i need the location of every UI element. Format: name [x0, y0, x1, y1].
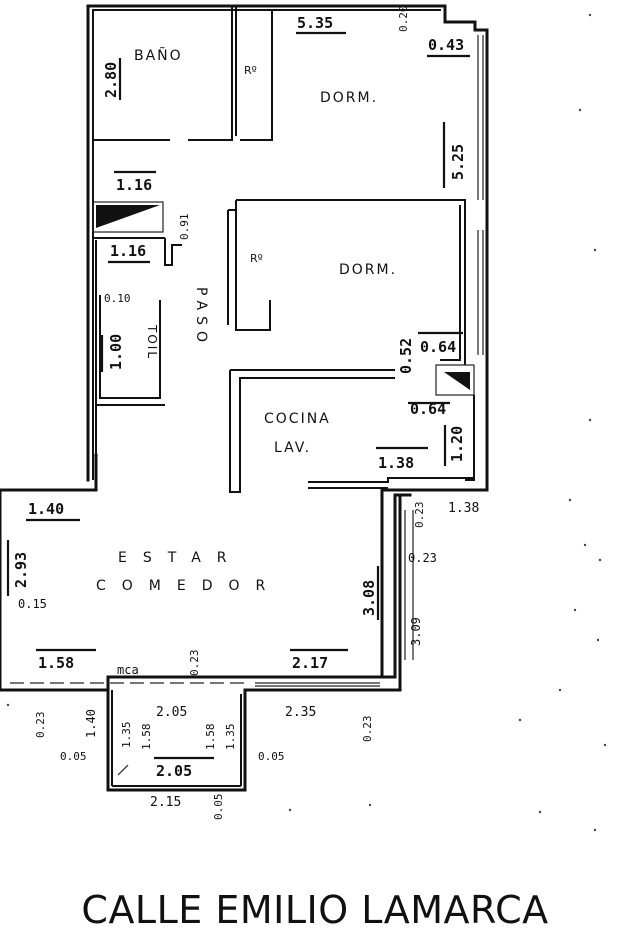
dim-right-wall-1: 0.23 [413, 502, 426, 529]
dim-balcony-right-outer: 2.35 [285, 705, 316, 720]
room-label-bedroom-2: DORM. [339, 262, 397, 278]
room-label-laundry: LAV. [274, 440, 311, 456]
room-label-hall: PASO [193, 287, 209, 348]
dim-balcony-side-2: 1.58 [140, 724, 153, 751]
dim-toilet-depth: 1.00 [107, 334, 125, 370]
dim-kitchen-width: 1.38 [378, 454, 414, 472]
room-label-bath: BAÑO [134, 47, 183, 64]
room-label-living: ESTAR [118, 550, 243, 566]
dim-balcony-side-3: 1.58 [204, 724, 217, 751]
interior-walls [10, 6, 475, 684]
dimension-labels: 5.35 0.20 0.43 2.80 5.25 1.16 1.16 0.91 … [6, 6, 479, 821]
room-labels: BAÑO DORM. DORM. Rº Rº TOIL PASO COCINA … [96, 47, 397, 594]
room-label-wardrobe-2: Rº [250, 252, 263, 265]
room-label-toilet: TOIL [145, 324, 159, 360]
dim-living-bottom-left: 1.58 [38, 654, 74, 672]
room-label-dining: COMEDOR [96, 578, 281, 594]
dim-right-wall-2: 0.23 [408, 551, 437, 565]
dim-top-wall: 0.20 [397, 6, 410, 33]
dim-right-step: 1.38 [448, 501, 479, 516]
dim-toilet-width: 0.10 [104, 292, 131, 305]
dim-bedroom1-width: 5.35 [297, 14, 333, 32]
dim-balcony-left-wall: 0.23 [34, 712, 47, 739]
dim-living-depth-left: 2.93 [12, 552, 30, 588]
dim-living-left-top: 1.40 [28, 500, 64, 518]
room-label-kitchen: COCINA [264, 411, 331, 427]
dim-living-bottom-right: 2.17 [292, 654, 328, 672]
dim-balcony-bottom: 2.05 [156, 762, 192, 780]
dim-living-depth-outer: 3.09 [409, 617, 423, 646]
dim-living-mid-wall: 0.23 [188, 650, 201, 677]
dim-bath-width: 1.16 [116, 176, 152, 194]
dim-balcony-bottom-small: 0.05 [212, 794, 225, 821]
outer-walls [0, 4, 489, 792]
dim-balcony-left-small: 0.05 [60, 750, 87, 763]
room-label-bedroom-1: DORM. [320, 90, 378, 106]
dim-bedroom2-wall: 0.52 [397, 338, 415, 374]
room-label-wardrobe-1: Rº [244, 64, 257, 77]
dim-living-depth-right: 3.08 [360, 580, 378, 616]
dim-balcony-right-small: 0.05 [258, 750, 285, 763]
dim-balcony-side-4: 1.35 [224, 724, 237, 751]
dim-balcony-top: 2.05 [156, 705, 187, 720]
dim-top-corner: 0.43 [428, 36, 464, 54]
dim-bedroom1-depth: 5.25 [449, 144, 467, 180]
stray-marks [6, 13, 607, 832]
dim-balcony-right-wall: 0.23 [361, 716, 374, 743]
dim-kitchen-corner: 0.64 [410, 400, 446, 418]
dim-balcony-left-depth: 1.40 [84, 709, 98, 738]
dim-kitchen-depth: 1.20 [448, 426, 466, 462]
dim-bath-depth: 2.80 [102, 62, 120, 98]
dim-balcony-side-1: 1.35 [120, 722, 133, 749]
dim-living-left-small: 0.15 [18, 597, 47, 611]
floor-plan: BAÑO DORM. DORM. Rº Rº TOIL PASO COCINA … [0, 4, 607, 832]
dim-railing-note: mca [117, 663, 139, 677]
dim-shaft-width: 1.16 [110, 242, 146, 260]
dim-balcony-outer: 2.15 [150, 795, 181, 810]
dim-shaft-depth: 0.91 [178, 214, 191, 241]
dim-bedroom2-corner: 0.64 [420, 338, 456, 356]
street-name: CALLE EMILIO LAMARCA [81, 888, 549, 932]
